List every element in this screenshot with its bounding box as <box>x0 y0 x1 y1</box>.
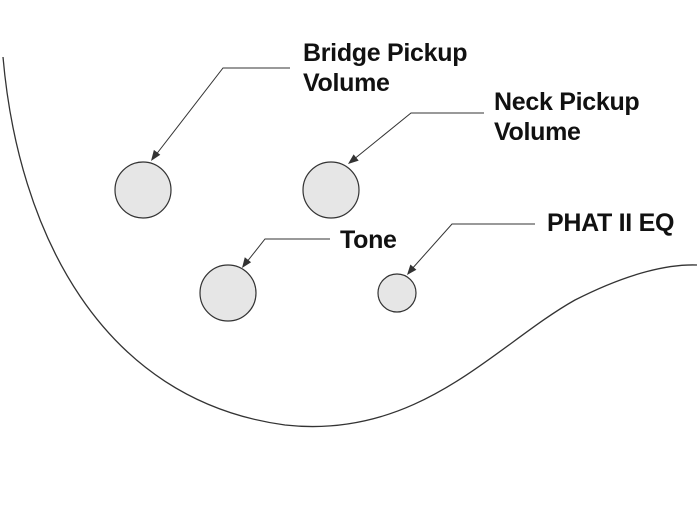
phat-eq-label: PHAT II EQ <box>547 208 674 238</box>
neck-volume-leader <box>352 112 484 161</box>
phat-eq-arrowhead <box>407 264 417 275</box>
neck-volume-knob[interactable] <box>302 161 360 219</box>
neck-volume-label-line2: Volume <box>494 118 581 146</box>
neck-volume-arrowhead <box>348 154 359 164</box>
bridge-volume-knob[interactable] <box>114 161 172 219</box>
tone-label-line1: Tone <box>340 226 397 254</box>
tone-knob[interactable] <box>199 264 257 322</box>
tone-leader <box>245 238 330 264</box>
bridge-volume-label: Bridge Pickup Volume <box>303 38 468 98</box>
phat-eq-label-line1: PHAT II EQ <box>547 209 675 237</box>
bridge-volume-label-line2: Volume <box>303 69 390 97</box>
bridge-volume-arrowhead <box>151 149 161 161</box>
tone-arrowhead <box>242 257 252 268</box>
bridge-volume-leader <box>154 67 290 157</box>
phat-eq-knob[interactable] <box>377 273 417 313</box>
bridge-volume-label-line1: Bridge Pickup <box>303 39 468 67</box>
tone-label: Tone <box>340 225 397 255</box>
phat-eq-leader <box>410 223 535 271</box>
guitar-body-outline <box>2 56 698 428</box>
neck-volume-label-line1: Neck Pickup <box>494 88 640 116</box>
neck-volume-label: Neck Pickup Volume <box>494 87 640 147</box>
